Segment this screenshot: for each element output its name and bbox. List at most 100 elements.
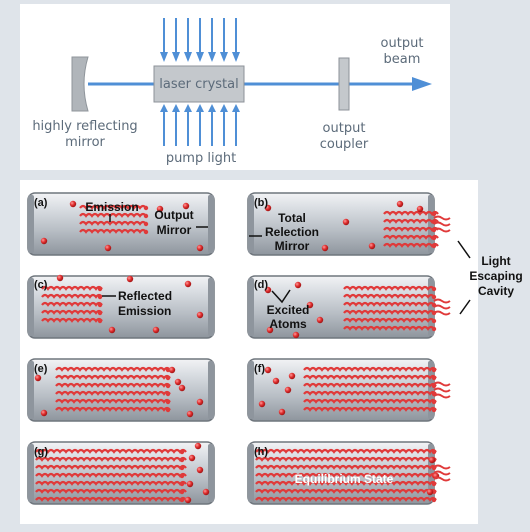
pump-arrow-bottom (220, 104, 228, 146)
wave-row (383, 234, 439, 240)
panel-labels: (a) (b) (c) (d) (e) (f) (g) (h) Emission… (34, 197, 523, 486)
cavity-panel-a (27, 192, 215, 256)
pump-arrow-top (160, 18, 168, 62)
wave-tip (431, 407, 437, 413)
wave-row (41, 309, 103, 315)
wave-row (55, 366, 171, 372)
wave-tip (431, 294, 437, 300)
cavity-panel-e (27, 358, 215, 422)
pump-arrow-top (232, 18, 240, 62)
excited-atom (104, 244, 112, 252)
wave-tip (431, 497, 437, 503)
wave-row (383, 218, 439, 224)
wave-row (79, 204, 147, 210)
cavity-panel-h (247, 441, 451, 505)
wave-row (303, 374, 437, 380)
wave-tip (431, 449, 437, 455)
excited-atom (306, 301, 314, 309)
excited-atom (108, 326, 116, 334)
cavity-panel-d (247, 275, 451, 339)
wave-row (255, 456, 437, 462)
excited-atom (202, 488, 210, 496)
output-mirror-label-2: Mirror (157, 223, 192, 237)
wave-tip (165, 383, 171, 389)
escaping-light (433, 470, 451, 476)
wave-tip (97, 302, 103, 308)
escaping-light (433, 221, 451, 227)
excited-atom (264, 204, 272, 212)
excited-atom (396, 200, 404, 208)
output-mirror-label-1: Output (154, 208, 193, 222)
wave-tip (431, 286, 437, 292)
reflecting-mirror (71, 56, 89, 112)
escaping-light (433, 387, 451, 393)
wave-tip (431, 399, 437, 405)
mirror-left (28, 444, 34, 502)
pump-arrows (160, 18, 240, 146)
pump-arrow-top (172, 18, 180, 62)
wave-tip (97, 286, 103, 292)
wave-tip (143, 213, 149, 219)
laser-crystal (153, 65, 245, 103)
excited-atom (316, 316, 324, 324)
wave-row (35, 496, 187, 502)
wave-tip (165, 399, 171, 405)
wave-row (343, 309, 435, 315)
excited-atom (40, 409, 48, 417)
cavity-panel-c (27, 274, 215, 339)
coupler-label-line2: coupler (320, 137, 369, 152)
wave-tip (179, 465, 185, 471)
excited-atoms-label-1: Excited (267, 303, 310, 317)
cavity-panels (27, 192, 451, 505)
escaping-pointer (457, 240, 471, 315)
wave-row (35, 480, 187, 486)
excited-atom (182, 202, 190, 210)
excited-atom (288, 372, 296, 380)
mirror-left (28, 361, 34, 419)
excited-atom (258, 400, 266, 408)
excited-atom (266, 326, 274, 334)
escaping-light (433, 215, 451, 221)
wave-row (383, 242, 439, 248)
excited-atom (264, 286, 272, 294)
wave-tip (431, 326, 437, 332)
excited-atoms-label-2: Atoms (269, 317, 307, 331)
reflected-emission-label-1: Reflected (118, 289, 172, 303)
wave-row (255, 496, 437, 502)
escaping-light (433, 464, 451, 470)
wave-tip (143, 221, 149, 227)
wave-row (303, 382, 437, 388)
wave-row (35, 448, 187, 454)
mirror-right (208, 195, 214, 253)
wave-tip (431, 243, 437, 249)
excited-atom (294, 281, 302, 289)
wave-tip (431, 235, 437, 241)
equilibrium-label: Equilibrium State (295, 472, 394, 486)
total-mirror-label-1: Total (278, 211, 306, 225)
mirror-left (248, 278, 254, 336)
wave-row (343, 325, 435, 331)
wave-row (41, 285, 103, 291)
mirror-left (248, 444, 254, 502)
wave-tip (179, 473, 185, 479)
mirror-left (248, 195, 254, 253)
pump-arrow-bottom (232, 104, 240, 146)
pump-arrow-top (196, 18, 204, 62)
mirror-label-line2: mirror (65, 135, 105, 150)
cavity-panel-g (27, 441, 215, 505)
wave-row (79, 228, 147, 234)
excited-atom (428, 456, 436, 464)
wave-tip (179, 489, 185, 495)
pump-arrow-bottom (172, 104, 180, 146)
excited-atom (264, 366, 272, 374)
output-coupler (338, 57, 350, 111)
tag-a: (a) (34, 197, 48, 209)
wave-tip (179, 497, 185, 503)
wave-row (41, 317, 103, 323)
tag-d: (d) (254, 279, 268, 291)
tag-g: (g) (34, 446, 48, 458)
wave-tip (97, 310, 103, 316)
mirror-left (248, 361, 254, 419)
pump-arrow-bottom (196, 104, 204, 146)
